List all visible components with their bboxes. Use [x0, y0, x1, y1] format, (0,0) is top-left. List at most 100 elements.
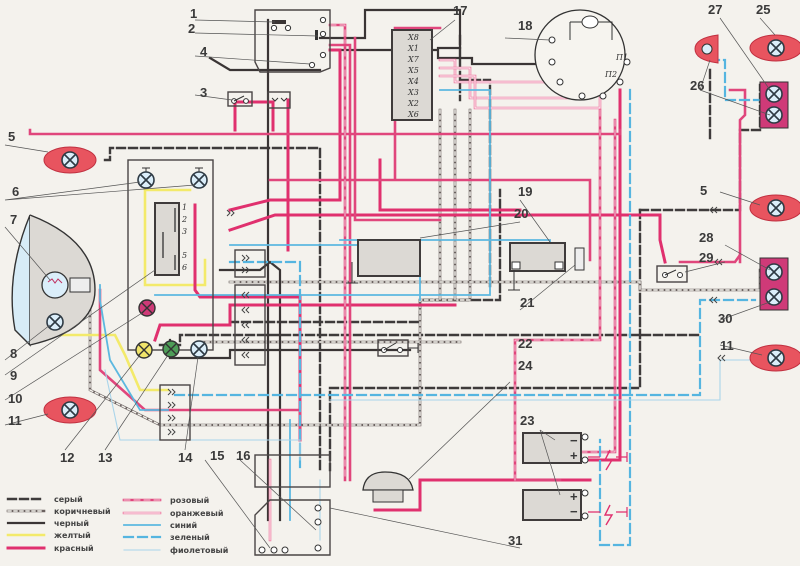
wire-red: [228, 213, 667, 264]
central-switch: [254, 499, 331, 556]
lamp-blue-icon: [190, 340, 208, 358]
callout-22: 22: [518, 336, 532, 351]
generator-terminal-p2: П2: [604, 70, 617, 79]
turn-signal-rear-right: [749, 344, 800, 372]
terminal-x1: X1: [407, 44, 419, 53]
callout-5: 5: [8, 129, 15, 144]
terminal-x6: X6: [407, 110, 419, 119]
callout-15: 15: [210, 448, 224, 463]
callout-26: 26: [690, 78, 704, 93]
terminal-x7: X7: [407, 55, 420, 64]
wire-green: [708, 58, 762, 102]
wire-red: [193, 203, 302, 442]
switch-terminal-6: 6: [182, 263, 187, 272]
wire-pink: [548, 118, 617, 454]
lamp-25: [749, 34, 800, 62]
legend: серый коричневый черный желтый красный р…: [6, 495, 228, 555]
legend-label: синий: [170, 521, 197, 530]
callout-21: 21: [520, 295, 534, 310]
wire-gray: [103, 146, 322, 472]
wire-brown-inner: [89, 109, 471, 426]
wire-gray: [328, 208, 642, 472]
callout-1: 1: [190, 6, 197, 21]
battery-plus: +: [570, 489, 578, 504]
terminal-x2: X2: [407, 99, 419, 108]
wire-red: [228, 48, 342, 212]
callout-13: 13: [98, 450, 112, 465]
legend-item-red: красный: [6, 544, 94, 553]
wire-pink-inner: [329, 24, 346, 481]
callout-24: 24: [518, 358, 533, 373]
legend-item-pink: розовый: [122, 496, 209, 505]
callout-11-right: 11: [720, 338, 734, 353]
callout-5-right: 5: [700, 183, 707, 198]
legend-item-green: зеленый: [122, 533, 210, 542]
callout-4: 4: [200, 44, 208, 59]
wire-pink: [28, 128, 622, 136]
terminal-x4: X4: [407, 77, 419, 86]
battery-minus: −: [570, 504, 578, 519]
oval-lamps: [43, 34, 800, 424]
ignition-switch: [254, 9, 331, 73]
headlight: [11, 214, 96, 347]
turn-signal-front-left: [43, 146, 97, 174]
wire-green: [173, 298, 757, 397]
horn: [362, 471, 414, 503]
switch-terminal-1: 1: [182, 203, 187, 212]
legend-label: красный: [54, 544, 94, 553]
switch-29: [656, 265, 688, 283]
terminal-x8: X8: [407, 33, 419, 42]
relay-20: [346, 239, 421, 284]
instrument-panel: 1 2 3 5 6: [127, 159, 214, 359]
legend-item-blue: синий: [123, 521, 197, 530]
wire-yellow: [48, 333, 170, 392]
wire-violet: [329, 359, 751, 401]
generator-terminal-p1: П1: [615, 53, 628, 62]
wire-violet: [104, 369, 301, 461]
switch-terminal-2: 2: [181, 215, 187, 224]
connector-block-top: [267, 91, 291, 109]
wire-yellow: [143, 188, 207, 287]
wire-black: [208, 56, 322, 72]
callout-30: 30: [718, 311, 732, 326]
wire-black: [333, 48, 542, 66]
wire-red: [538, 88, 622, 462]
wire-pink: [328, 43, 352, 482]
generator: П1 П2: [534, 9, 631, 101]
terminal-x5: X5: [407, 66, 419, 75]
wire-brown-inner: [229, 269, 761, 291]
legend-label: черный: [54, 519, 89, 528]
lamp-yellow: [135, 341, 153, 359]
callout-28: 28: [699, 230, 713, 245]
legend-label: оранжевый: [170, 509, 223, 518]
callout-27: 27: [708, 2, 722, 17]
instrument-lamp-icon: [137, 171, 155, 189]
taillight-units: [759, 81, 789, 311]
switch-terminal-3: 3: [182, 227, 187, 236]
wire-red: [373, 478, 592, 512]
wire-red: [233, 98, 290, 252]
callout-numbers: 1 2 3 4 5 6 7 8 9 10 11 12 13 14 15 16 1…: [8, 2, 770, 548]
wire-gray: [458, 34, 492, 292]
switch-3: [227, 91, 253, 107]
wire-green: [228, 260, 302, 472]
callout-8: 8: [10, 346, 17, 361]
legend-item-gray: серый: [6, 495, 83, 504]
wire-pink: [728, 88, 747, 264]
legend-label: коричневый: [54, 507, 111, 516]
wire-pink-inner: [549, 119, 616, 453]
legend-item-black: черный: [6, 519, 89, 528]
relay-19: [508, 242, 585, 291]
callout-14: 14: [178, 450, 193, 465]
battery-plus: +: [570, 448, 578, 463]
lamp-magenta: [138, 299, 156, 317]
lamp-side-left: [694, 34, 719, 64]
legend-label: зеленый: [170, 533, 210, 542]
legend-label: серый: [54, 495, 83, 504]
legend-label: фиолетовый: [170, 546, 228, 555]
voltage-regulator: X8 X1 X7 X5 X4 X3 X2 X6: [391, 29, 433, 121]
callout-12: 12: [60, 450, 74, 465]
callout-11: 11: [8, 413, 22, 428]
callout-29: 29: [699, 250, 713, 265]
